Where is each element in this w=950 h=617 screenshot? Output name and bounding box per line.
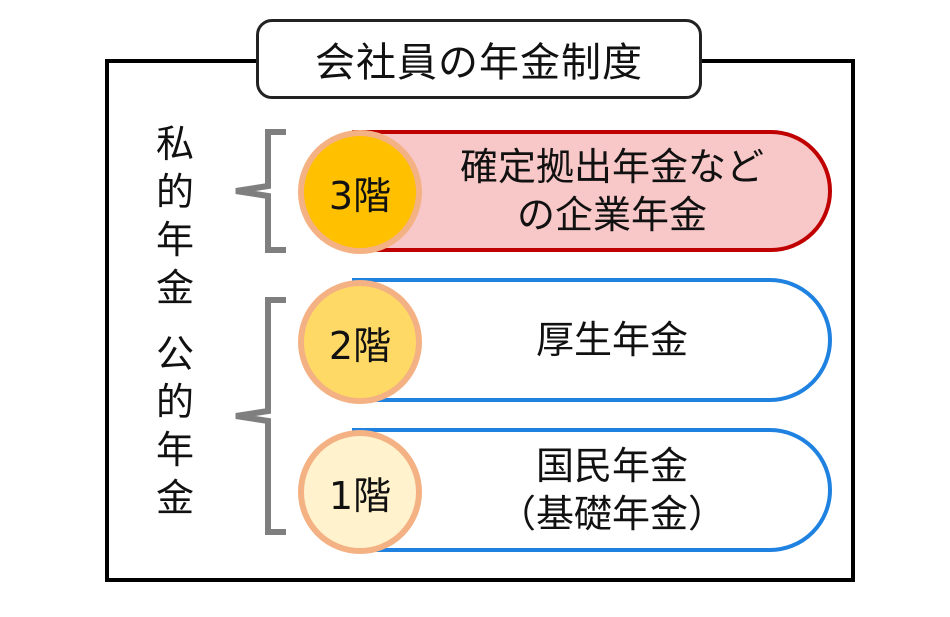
private-label-char: 金: [155, 266, 194, 310]
diagram-title: 会社員の年金制度: [256, 19, 702, 99]
tier-3-badge: 3階: [298, 130, 422, 254]
public-bracket: [228, 296, 298, 536]
tier-2-text: 厚生年金: [535, 318, 688, 362]
public-label-char: 的: [155, 380, 194, 424]
tier-3-text: 確定拠出年金など の企業年金: [459, 145, 764, 237]
private-label-char: 的: [155, 170, 194, 214]
public-label-char: 公: [155, 332, 194, 376]
public-label-char: 金: [155, 476, 194, 520]
tier-1-badge: 1階: [298, 430, 422, 554]
private-bracket: [228, 128, 298, 254]
public-label-char: 年: [155, 428, 194, 472]
tier-2-box: 厚生年金: [352, 278, 832, 402]
public-pension-label: 公 的 年 金: [150, 330, 200, 522]
tier-2-badge: 2階: [298, 280, 422, 404]
private-label-char: 年: [155, 218, 194, 262]
tier-1-text: 国民年金 （基礎年金）: [497, 444, 726, 536]
private-label-char: 私: [155, 122, 194, 166]
private-pension-label: 私 的 年 金: [150, 120, 200, 312]
tier-1-box: 国民年金 （基礎年金）: [352, 428, 832, 552]
tier-3-box: 確定拠出年金など の企業年金: [352, 130, 832, 252]
